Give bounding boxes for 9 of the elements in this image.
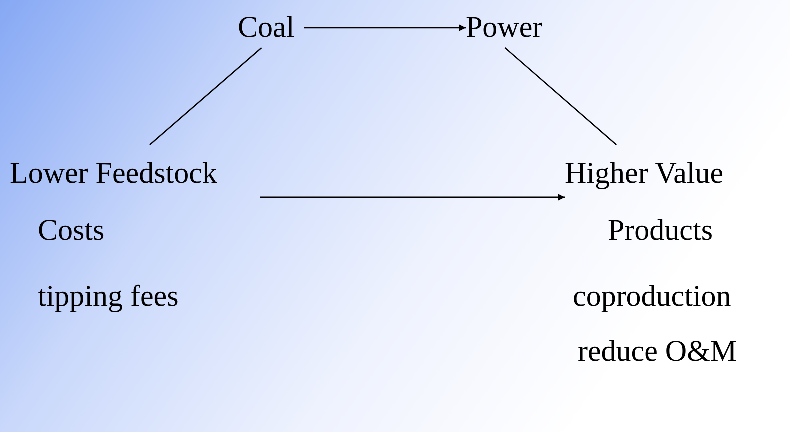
- connector-line: [504, 48, 618, 146]
- note-text: coproduction: [573, 279, 732, 315]
- note-text: reduce O&M: [578, 334, 738, 370]
- node-text: Coal: [238, 8, 304, 48]
- arrow: [304, 24, 466, 32]
- arrow: [260, 194, 565, 201]
- note-text: tipping fees: [38, 279, 179, 315]
- node-text: Power: [466, 8, 564, 48]
- connector-line: [150, 48, 262, 146]
